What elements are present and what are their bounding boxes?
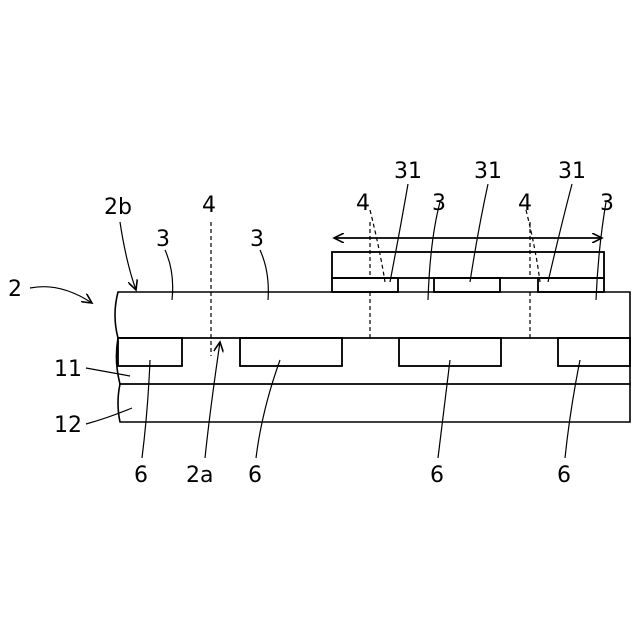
label-2b: 2b — [104, 195, 132, 220]
label-3-b: 3 — [250, 227, 264, 252]
label-3-a: 3 — [156, 227, 170, 252]
top-dotted-segments — [332, 278, 604, 292]
label-3-c: 3 — [432, 191, 446, 216]
label-4-b: 4 — [356, 191, 370, 216]
leader-lines — [30, 184, 606, 458]
label-2: 2 — [8, 277, 22, 302]
label-31-b: 31 — [474, 159, 502, 184]
label-2a: 2a — [186, 463, 213, 488]
label-6-c: 6 — [430, 463, 444, 488]
label-31-a: 31 — [394, 159, 422, 184]
label-3-d: 3 — [600, 191, 614, 216]
label-12: 12 — [54, 413, 82, 438]
label-31-c: 31 — [558, 159, 586, 184]
label-6-a: 6 — [134, 463, 148, 488]
top-plate-31 — [332, 252, 604, 278]
label-4-c: 4 — [518, 191, 532, 216]
layer-2-body — [115, 292, 630, 338]
layer-12-substrate — [118, 384, 630, 422]
label-6-b: 6 — [248, 463, 262, 488]
labels: 2 2b 3 3 4 4 3 4 3 31 31 31 11 12 6 2a 6… — [8, 159, 614, 488]
label-6-d: 6 — [557, 463, 571, 488]
layer-11-dotted — [116, 338, 630, 384]
label-4-a: 4 — [202, 193, 216, 218]
electrodes-6 — [118, 338, 630, 366]
label-11: 11 — [54, 357, 82, 382]
